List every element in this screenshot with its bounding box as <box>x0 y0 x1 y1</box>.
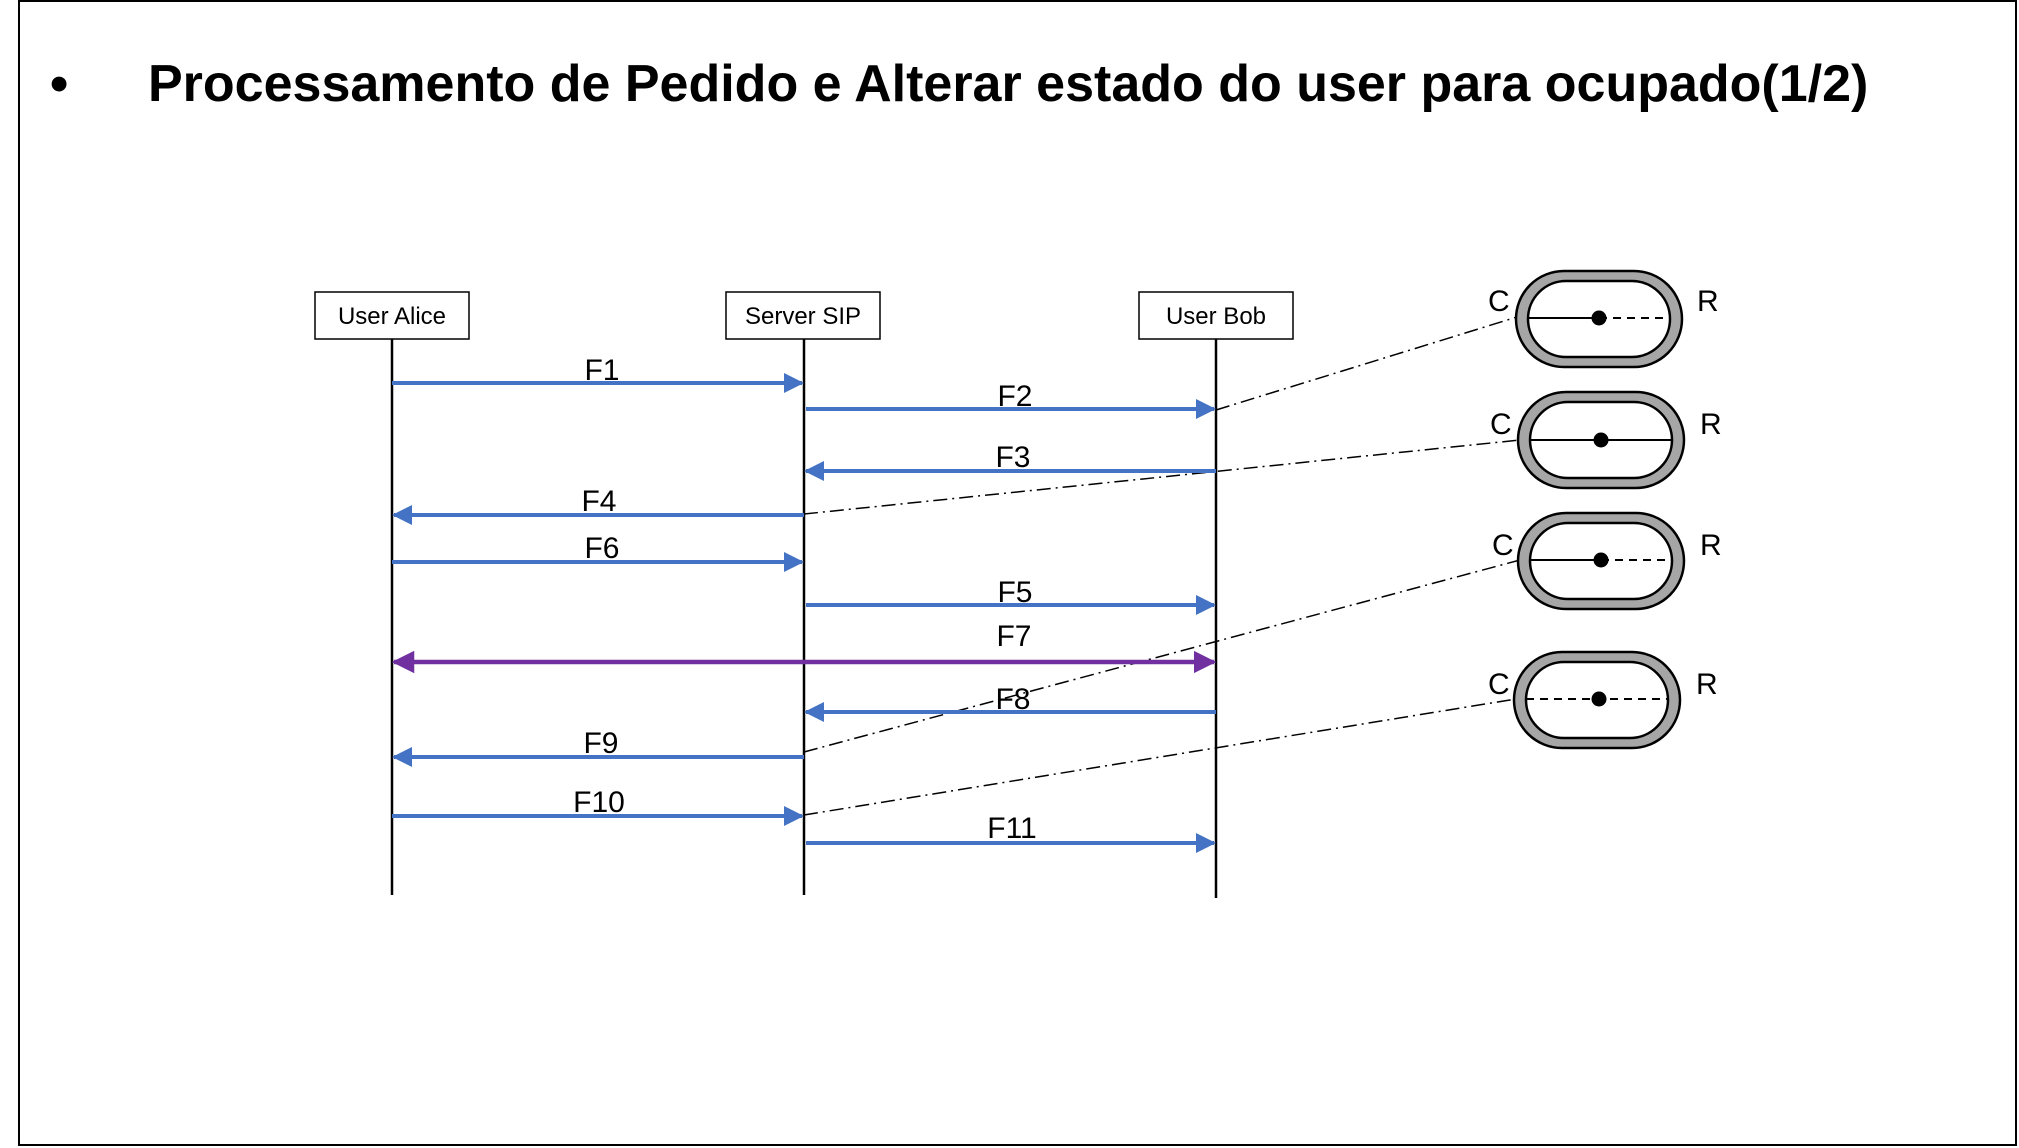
participant-box-bob <box>1138 291 1294 340</box>
state-left-label: C <box>1490 408 1512 441</box>
message-f11: F11 <box>806 812 1216 853</box>
state-left-label: C <box>1488 668 1510 701</box>
message-f5: F5 <box>806 576 1216 615</box>
message-f10: F10 <box>392 786 804 826</box>
message-label: F6 <box>584 532 619 565</box>
message-f9: F9 <box>392 727 804 767</box>
state-indicator-1: C R <box>1488 269 1719 369</box>
state-indicator-4: C R <box>1488 650 1718 750</box>
state-dot <box>1593 552 1609 568</box>
state-indicator-2: C R <box>1490 390 1722 490</box>
message-label: F2 <box>997 380 1032 413</box>
connector-state-2 <box>803 439 1521 515</box>
message-label: F11 <box>987 812 1036 845</box>
message-f7: F7 <box>391 620 1217 674</box>
state-right-label: R <box>1700 408 1722 441</box>
state-indicator-3: C R <box>1492 511 1722 611</box>
state-dot <box>1591 691 1607 707</box>
state-right-label: R <box>1697 285 1719 318</box>
message-f1: F1 <box>392 354 804 393</box>
state-right-label: R <box>1700 529 1722 562</box>
message-label: F3 <box>995 441 1030 474</box>
page-title: Processamento de Pedido e Alterar estado… <box>148 55 1869 113</box>
message-f3: F3 <box>804 441 1216 481</box>
connector-state-3 <box>803 559 1521 753</box>
state-left-label: C <box>1492 529 1514 562</box>
state-connectors <box>803 316 1521 816</box>
message-label: F8 <box>995 683 1030 716</box>
participant-alice: User Alice <box>314 291 470 895</box>
state-dot <box>1591 310 1607 326</box>
participant-box-alice <box>314 291 470 340</box>
connector-state-4 <box>803 698 1517 816</box>
message-label: F5 <box>997 576 1032 609</box>
participant-server: Server SIP <box>725 291 881 895</box>
message-label: F9 <box>583 727 618 760</box>
title-bullet: • <box>50 55 69 113</box>
message-f4: F4 <box>392 485 804 525</box>
participant-label-bob: User Bob <box>1166 303 1266 330</box>
message-label: F4 <box>581 485 616 518</box>
message-label: F7 <box>996 620 1031 653</box>
state-left-label: C <box>1488 285 1510 318</box>
message-label: F10 <box>573 786 625 819</box>
participant-label-server: Server SIP <box>745 303 861 330</box>
connector-state-1 <box>1215 316 1518 411</box>
state-right-label: R <box>1696 668 1718 701</box>
message-label: F1 <box>584 354 619 387</box>
participant-label-alice: User Alice <box>338 303 446 330</box>
state-dot <box>1593 432 1609 448</box>
messages: F1 F2 F3 F4 F6 F5 F7 F8 <box>391 354 1217 853</box>
message-f2: F2 <box>806 380 1216 419</box>
message-f8: F8 <box>804 683 1216 722</box>
participant-bob: User Bob <box>1138 291 1294 898</box>
participant-box-server <box>725 291 881 340</box>
message-f6: F6 <box>392 532 804 572</box>
